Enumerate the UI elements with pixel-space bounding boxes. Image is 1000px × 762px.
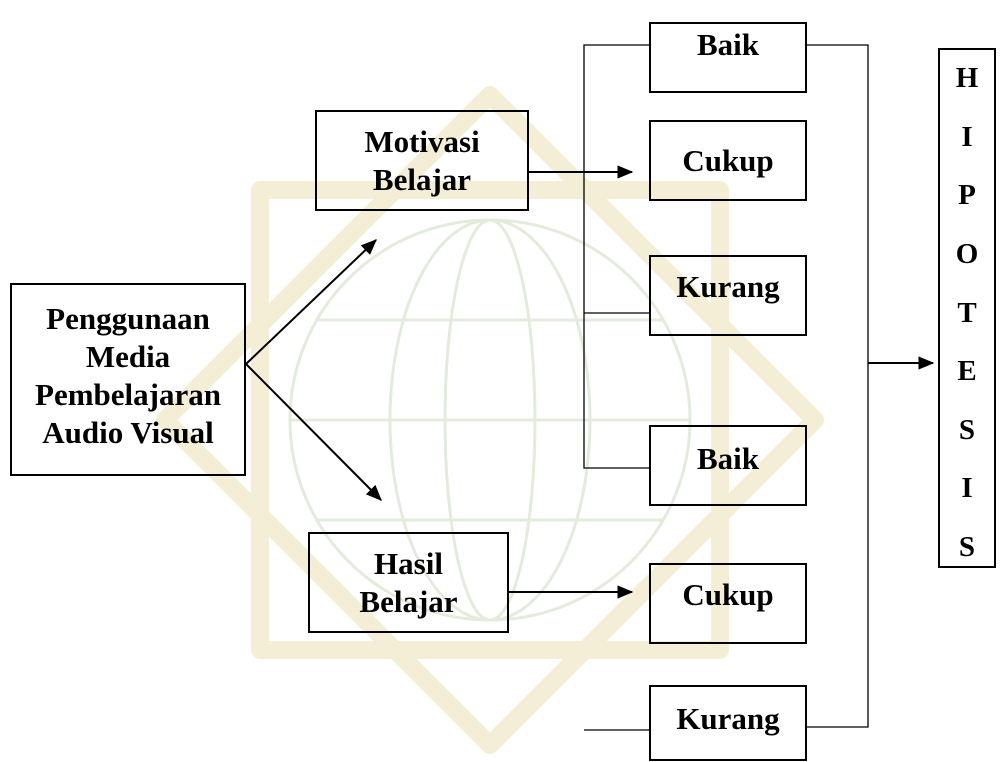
node-motivasi-belajar: Motivasi Belajar — [315, 110, 529, 211]
hipotesis-letter: E — [957, 355, 977, 388]
node-label-line: Belajar — [372, 161, 472, 197]
connector-left-bracket — [583, 44, 649, 469]
hipotesis-letter: S — [958, 413, 976, 446]
watermark-star-diamond — [156, 86, 824, 754]
node-penggunaan-media-pembelajaran: Penggunaan Media Pembelajaran Audio Visu… — [10, 283, 246, 476]
node-label-line: Penggunaan — [46, 300, 210, 336]
hipotesis-letter: O — [955, 237, 979, 270]
outcome-motivasi-cukup: Cukup — [649, 120, 807, 201]
outcome-label: Kurang — [676, 701, 780, 736]
outcome-label: Kurang — [676, 268, 780, 304]
outcome-label: Cukup — [682, 142, 774, 178]
connector-right-bracket — [807, 44, 869, 728]
hipotesis-letter: I — [961, 472, 973, 505]
hipotesis-letter: S — [958, 531, 976, 563]
outcome-hasil-kurang: Kurang — [649, 685, 807, 761]
arrow-media-to-motivasi — [245, 239, 377, 365]
hipotesis-letter: I — [961, 120, 973, 153]
node-hasil-belajar: Hasil Belajar — [308, 532, 509, 633]
hipotesis-letter: H — [955, 62, 979, 94]
node-label-line: Belajar — [359, 583, 458, 619]
node-hipotesis: H I P O T E S I S — [938, 48, 996, 568]
outcome-motivasi-kurang: Kurang — [649, 255, 807, 336]
node-label-line: Motivasi — [364, 123, 480, 159]
node-label-line: Audio Visual — [42, 414, 214, 450]
hipotesis-letter: P — [958, 179, 976, 212]
outcome-label: Cukup — [682, 576, 774, 612]
watermark-star-square — [251, 181, 729, 659]
outcome-label: Baik — [696, 440, 760, 476]
hipotesis-letter: T — [957, 296, 977, 329]
outcome-hasil-baik: Baik — [649, 425, 807, 506]
node-label-line: Media — [85, 338, 171, 374]
outcome-hasil-cukup: Cukup — [649, 563, 807, 644]
node-label-line: Pembelajaran — [35, 376, 221, 412]
arrow-media-to-hasil — [245, 363, 382, 501]
outcome-motivasi-baik: Baik — [649, 22, 807, 93]
node-label-line: Hasil — [374, 545, 443, 581]
outcome-label: Baik — [696, 26, 760, 62]
